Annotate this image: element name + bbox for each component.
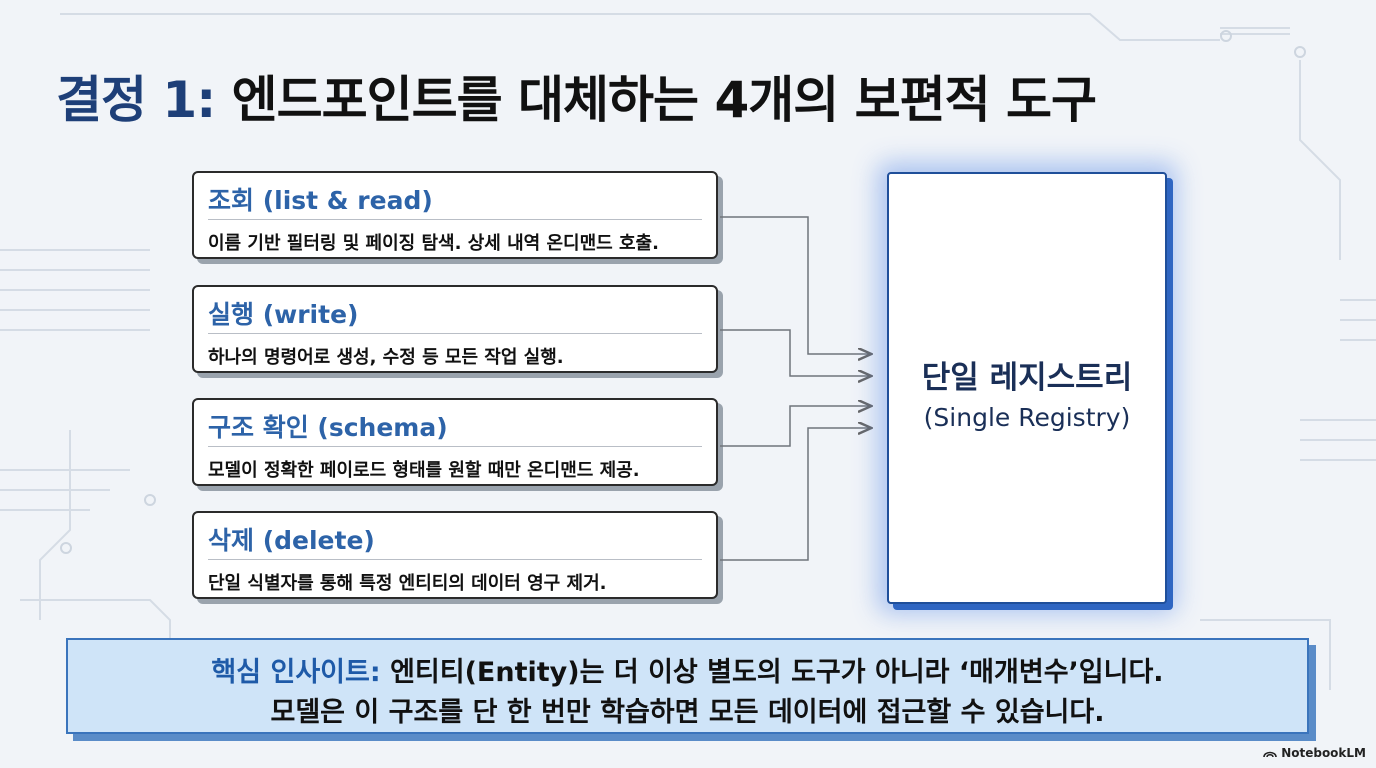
brand-name: NotebookLM	[1281, 746, 1366, 760]
tool-heading: 삭제 (delete)	[208, 526, 375, 555]
tool-card-delete: 삭제 (delete) 단일 식별자를 통해 특정 엔티티의 데이터 영구 제거…	[192, 511, 718, 599]
divider	[208, 446, 702, 447]
page-title: 결정 1: 엔드포인트를 대체하는 4개의 보편적 도구	[56, 60, 1097, 132]
tool-card-list-read: 조회 (list & read) 이름 기반 필터링 및 페이징 탐색. 상세 …	[192, 171, 718, 259]
tool-heading: 조회 (list & read)	[208, 186, 433, 215]
tool-heading: 실행 (write)	[208, 300, 359, 329]
title-text: 엔드포인트를 대체하는 4개의 보편적 도구	[231, 71, 1097, 129]
divider	[208, 219, 702, 220]
tool-description: 단일 식별자를 통해 특정 엔티티의 데이터 영구 제거.	[208, 573, 607, 594]
registry-label: 단일 레지스트리 (Single Registry)	[889, 352, 1165, 432]
arrow-delete	[720, 428, 870, 561]
single-registry-box: 단일 레지스트리 (Single Registry)	[887, 172, 1167, 604]
arrow-list-read	[720, 216, 870, 354]
tool-card-write: 실행 (write) 하나의 명령어로 생성, 수정 등 모든 작업 실행.	[192, 285, 718, 373]
insight-text-1: 엔티티(Entity)는 더 이상 별도의 도구가 아니라 ‘매개변수’입니다.	[390, 657, 1164, 688]
notebooklm-logo-icon	[1263, 751, 1277, 758]
tool-card-schema: 구조 확인 (schema) 모델이 정확한 페이로드 형태를 원할 때만 온디…	[192, 398, 718, 486]
arrow-write	[720, 329, 870, 376]
key-insight-banner: 핵심 인사이트: 엔티티(Entity)는 더 이상 별도의 도구가 아니라 ‘…	[66, 638, 1309, 734]
registry-title-ko: 단일 레지스트리	[921, 360, 1133, 396]
notebooklm-brand: NotebookLM	[1263, 746, 1366, 760]
insight-label: 핵심 인사이트:	[211, 657, 381, 688]
tool-description: 이름 기반 필터링 및 페이징 탐색. 상세 내역 온디맨드 호출.	[208, 233, 659, 254]
tool-description: 모델이 정확한 페이로드 형태를 원할 때만 온디맨드 제공.	[208, 460, 640, 481]
insight-text-2: 모델은 이 구조를 단 한 번만 학습하면 모든 데이터에 접근할 수 있습니다…	[270, 697, 1105, 728]
divider	[208, 559, 702, 560]
insight-line-1: 핵심 인사이트: 엔티티(Entity)는 더 이상 별도의 도구가 아니라 ‘…	[68, 650, 1307, 689]
registry-title-en: (Single Registry)	[923, 403, 1131, 432]
divider	[208, 333, 702, 334]
title-prefix: 결정 1:	[56, 71, 216, 129]
tool-heading: 구조 확인 (schema)	[208, 413, 448, 442]
tool-description: 하나의 명령어로 생성, 수정 등 모든 작업 실행.	[208, 347, 564, 368]
arrow-schema	[720, 406, 870, 447]
